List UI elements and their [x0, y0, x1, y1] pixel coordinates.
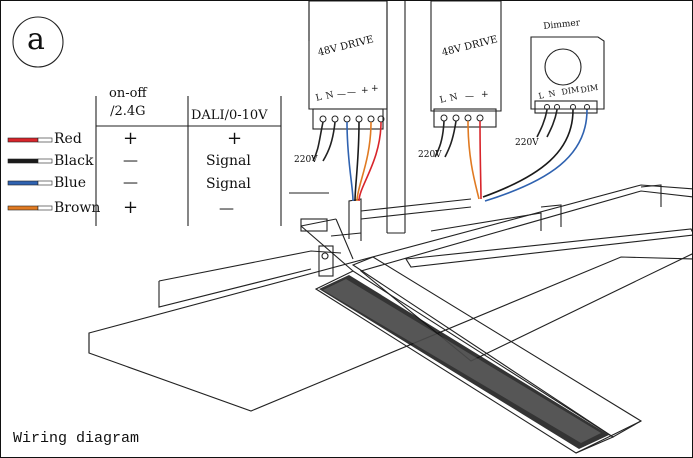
row-brown-onoff: + [123, 197, 139, 218]
connector-plate [318, 245, 334, 277]
led-channel-side [351, 256, 643, 438]
table-header-onoff: on-off /2.4G [109, 86, 147, 119]
connector-block [300, 218, 328, 232]
driver-1-terminal-neg-1: — [337, 90, 346, 100]
driver-1-terminal-block [312, 108, 384, 130]
ceiling-panel-left [88, 184, 692, 412]
driver-1-terminal-neg-2: — [347, 88, 356, 98]
driver-2-voltage: 220V [418, 150, 442, 160]
dimmer-terminal-block [534, 100, 598, 114]
row-blue-onoff: — [123, 173, 138, 191]
row-brown-wire-label: Brown [54, 200, 101, 216]
ceiling-edge [405, 228, 692, 268]
driver-1-body [308, 1, 388, 110]
row-black-onoff: — [123, 151, 138, 169]
row-black-wire-label: Black [54, 153, 94, 169]
driver-2-terminal-n: N [448, 92, 459, 104]
row-black-dali: Signal [206, 153, 251, 169]
cable-conduit [348, 198, 362, 241]
driver-1-terminal-pos-2: + [371, 84, 379, 94]
figure-caption: Wiring diagram [13, 430, 140, 447]
driver-2-terminal-pos: + [481, 90, 489, 100]
dimmer-terminal-l: L [537, 91, 545, 101]
dimmer-body [530, 36, 605, 110]
row-blue-dali: Signal [206, 176, 251, 192]
driver-2-terminal-block [433, 108, 497, 128]
driver-1-terminal-pos-1: + [361, 86, 369, 96]
panel-bracket-mid [430, 212, 542, 232]
dimmer-knob [544, 48, 582, 86]
panel-label: a [27, 22, 45, 57]
driver-1-terminal-n: N [324, 90, 335, 102]
driver-2-terminal-neg: — [465, 92, 474, 102]
dimmer-terminal-n: N [547, 88, 557, 99]
panel-label-circle [12, 16, 64, 68]
panel-bracket-right [640, 184, 662, 207]
driver-2-body [430, 1, 502, 112]
row-brown-dali: — [219, 199, 234, 217]
row-blue-wire-label: Blue [54, 175, 87, 191]
row-red-wire-label: Red [54, 131, 82, 147]
panel-bracket-left [158, 268, 312, 308]
dimmer-voltage: 220V [515, 138, 539, 148]
row-red-dali: + [227, 128, 243, 149]
table-header-dali: DALI/0-10V [191, 108, 268, 123]
driver-1-voltage: 220V [294, 155, 318, 165]
row-red-onoff: + [123, 128, 139, 149]
wire-swatches [7, 137, 53, 211]
